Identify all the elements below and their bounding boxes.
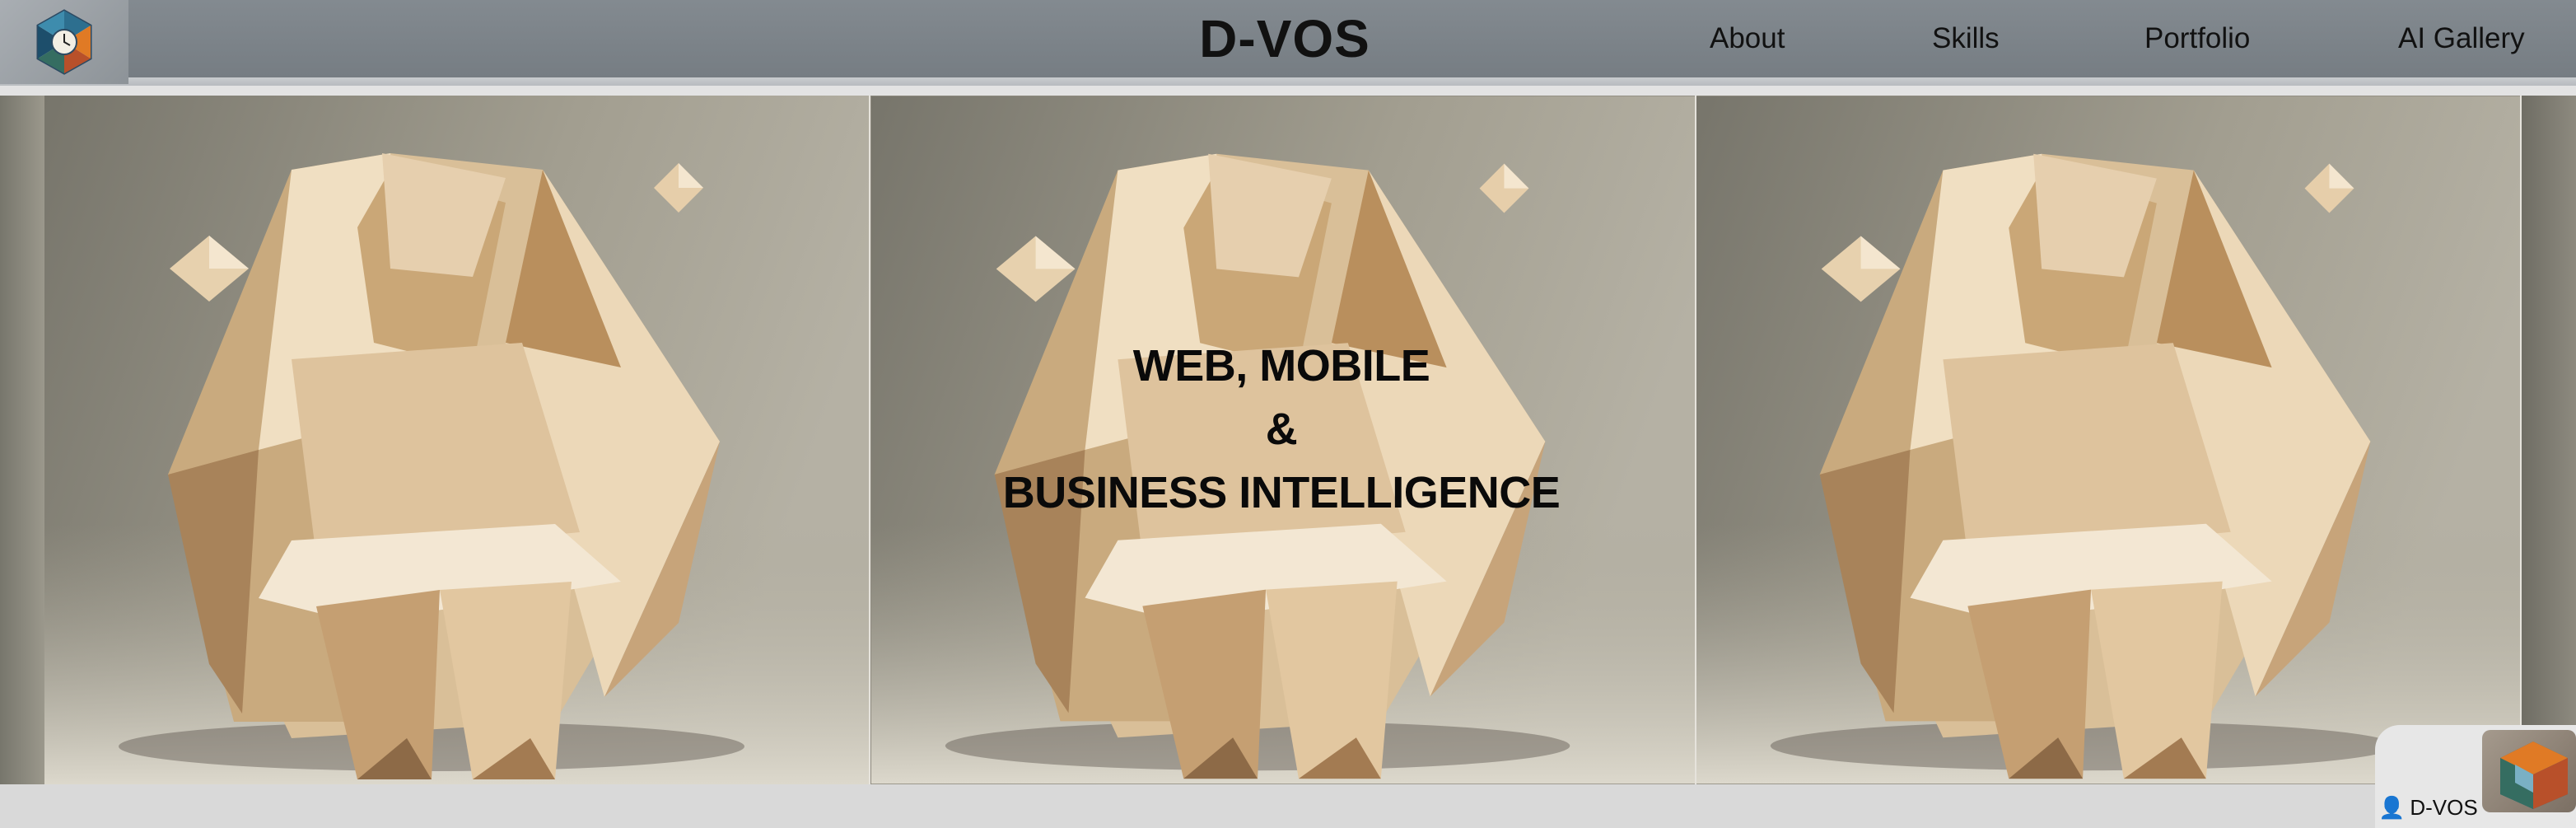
- panel-divider: [2520, 96, 2522, 784]
- hero-image-edge-left: [0, 96, 44, 784]
- home-logo-link[interactable]: [0, 0, 128, 84]
- header-gap: [0, 86, 2576, 96]
- site-header: [0, 0, 2576, 78]
- nav-portfolio[interactable]: Portfolio: [2144, 22, 2251, 54]
- hexagon-logo-icon: [36, 9, 92, 75]
- origami-figure-image: [1696, 96, 2520, 784]
- profile-user-label: D-VOS: [2410, 794, 2478, 820]
- hero-image-3: [1696, 96, 2520, 784]
- nav-ai-gallery[interactable]: AI Gallery: [2398, 22, 2525, 54]
- hero-line-2: &: [1265, 405, 1298, 454]
- cube-avatar-image: [2500, 741, 2568, 809]
- origami-figure-image: [871, 96, 1695, 784]
- hero-banner: WEB, MOBILE & BUSINESS INTELLIGENCE: [0, 96, 2576, 784]
- origami-figure-image: [44, 96, 870, 784]
- main-nav: About Skills Portfolio AI Gallery: [0, 0, 2576, 77]
- user-icon: 👤: [2378, 794, 2406, 820]
- profile-user[interactable]: 👤 D-VOS: [2378, 793, 2478, 822]
- panel-divider: [869, 96, 870, 784]
- hero-headline: WEB, MOBILE & BUSINESS INTELLIGENCE: [952, 334, 1611, 525]
- hero-image-edge-right: [2522, 96, 2576, 784]
- hero-line-3: BUSINESS INTELLIGENCE: [1002, 468, 1561, 517]
- header-underline: [0, 77, 2576, 86]
- profile-thumbnail[interactable]: [2482, 730, 2576, 812]
- nav-about[interactable]: About: [1710, 22, 1785, 54]
- hero-image-2: [871, 96, 1695, 784]
- panel-divider: [1695, 96, 1696, 784]
- nav-skills[interactable]: Skills: [1932, 22, 2000, 54]
- site-title: D-VOS: [1199, 9, 1370, 68]
- hero-image-1: [44, 96, 870, 784]
- hero-line-1: WEB, MOBILE: [1132, 341, 1430, 391]
